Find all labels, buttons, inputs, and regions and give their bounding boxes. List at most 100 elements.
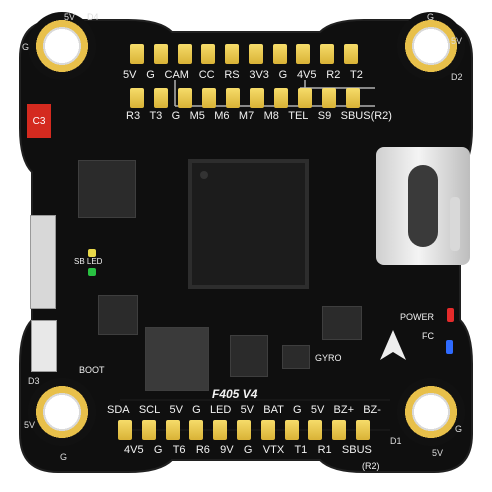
bottom-upper-label: LED [209, 404, 232, 416]
mount-hole-top-right [397, 12, 465, 80]
corner-bl-d3: D3 [28, 376, 40, 386]
bottom-upper-label: BZ- [363, 404, 381, 416]
power-label: POWER [400, 312, 435, 322]
pad [213, 420, 228, 440]
small-ic [282, 345, 310, 369]
sbus-suffix: (R2) [362, 461, 380, 471]
c3-marker: C3 [27, 104, 51, 138]
top-label: G [278, 69, 288, 81]
usb-c-tongue [450, 197, 460, 251]
bottom-lower-label: SBUS [341, 444, 372, 456]
bottom-lower-label: R1 [317, 444, 332, 456]
gyro-label: GYRO [315, 353, 342, 363]
pad [130, 88, 144, 108]
bottom-upper-label: SDA [107, 404, 130, 416]
status-led-green [88, 268, 96, 276]
pad [226, 88, 240, 108]
top-label: CAM [164, 69, 189, 81]
bottom-upper-label: 5V [169, 404, 183, 416]
pad [189, 420, 204, 440]
second-label: G [171, 110, 181, 122]
second-label: M8 [263, 110, 279, 122]
bottom-upper-label: 5V [240, 404, 255, 416]
pad [201, 44, 216, 64]
bottom-lower-label: T6 [172, 444, 186, 456]
pad [296, 44, 311, 64]
corner-bl-5v: 5V [24, 420, 36, 430]
pad [343, 44, 358, 64]
boot-button[interactable] [31, 320, 57, 372]
pad [284, 420, 299, 440]
bottom-lower-label: G [243, 444, 253, 456]
pad [165, 420, 180, 440]
top-label: RS [224, 69, 240, 81]
corner-tr-5v: 5V [451, 36, 463, 46]
corner-tl-g: G [22, 42, 30, 52]
pad [202, 88, 216, 108]
mount-hole-bottom-left [28, 378, 96, 446]
top-label: R2 [326, 69, 341, 81]
bottom-upper-label: SCL [138, 404, 161, 416]
pad [298, 88, 312, 108]
second-label: M5 [189, 110, 205, 122]
bottom-lower-label: R6 [195, 444, 210, 456]
bottom-lower-labels: 4V5 G T6 R6 9V G VTX T1 R1 SBUS [124, 445, 372, 456]
second-label: TEL [288, 110, 309, 122]
corner-br-d1: D1 [390, 436, 402, 446]
top-label: 4V5 [296, 69, 317, 81]
corner-tr-g: G [427, 12, 435, 22]
power-led [447, 308, 454, 322]
mcu-chip [192, 163, 305, 285]
side-connector [30, 215, 56, 309]
top-label: 5V [123, 69, 137, 81]
status-led-yellow [88, 249, 96, 257]
corner-br-5v: 5V [432, 448, 444, 458]
bottom-upper-label: G [293, 404, 302, 416]
corner-tl-d4: D4 [87, 12, 99, 22]
pad [178, 88, 192, 108]
top-label: T2 [350, 69, 363, 81]
top-label: CC [198, 69, 215, 81]
mount-hole-bottom-right [397, 378, 465, 446]
corner-br-g: G [455, 424, 463, 434]
corner-tr-d2: D2 [451, 72, 463, 82]
bottom-upper-label: G [192, 404, 201, 416]
bottom-lower-label: T1 [294, 444, 308, 456]
pad [153, 44, 168, 64]
pad [250, 88, 264, 108]
pad [236, 420, 251, 440]
pad [320, 44, 335, 64]
pad [141, 420, 156, 440]
pad [248, 44, 263, 64]
corner-tl-5v: 5V [64, 12, 76, 22]
mount-hole-top-left [28, 12, 96, 80]
pad [130, 44, 144, 64]
usb-c-port [376, 147, 470, 265]
second-label: R3 [126, 110, 141, 122]
pad [355, 420, 370, 440]
bottom-upper-labels: SDA SCL 5V G LED 5V BAT G 5V BZ+ BZ- [107, 405, 381, 416]
model-label: F405 V4 [212, 387, 258, 401]
second-pad-row [130, 88, 360, 108]
pad [274, 88, 288, 108]
fc-led [446, 340, 453, 354]
top-label: 3V3 [249, 69, 269, 81]
pad [177, 44, 192, 64]
bottom-lower-label: 9V [220, 444, 234, 456]
bottom-lower-label: 4V5 [124, 444, 144, 456]
bottom-upper-label: BAT [263, 404, 284, 416]
second-label: T3 [149, 110, 163, 122]
bottom-lower-label: VTX [262, 444, 285, 456]
top-row-labels: 5V G CAM CC RS 3V3 G 4V5 R2 T2 [123, 70, 363, 81]
barometer-chip [322, 306, 362, 340]
second-row-labels: R3 T3 G M5 M6 M7 M8 TEL S9 SBUS(R2) [126, 111, 392, 122]
pad [260, 420, 275, 440]
second-label: M7 [238, 110, 255, 122]
top-pad-row [130, 44, 358, 64]
pad [332, 420, 347, 440]
top-label: G [146, 69, 155, 81]
pad [225, 44, 240, 64]
pad [346, 88, 360, 108]
sb-led-label: SB LED [74, 257, 103, 266]
pin1-dot [200, 171, 208, 179]
